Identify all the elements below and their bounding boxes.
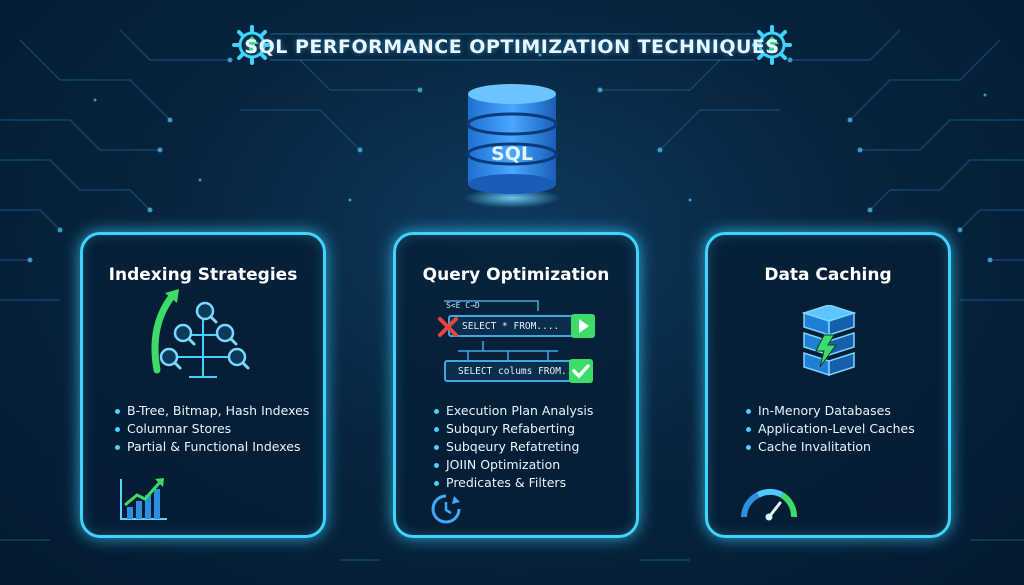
list-item: Subqury Refaberting xyxy=(432,420,593,438)
indexing-list: B-Tree, Bitmap, Hash Indexes Columnar St… xyxy=(113,402,309,456)
gear-arrow-icon xyxy=(752,25,792,65)
x-mark-icon xyxy=(438,317,458,337)
list-item: Predicates & Filters xyxy=(432,474,593,492)
title-bar: SQL PERFORMANCE OPTIMIZATION TECHNIQUES xyxy=(230,30,794,64)
play-icon xyxy=(571,314,595,338)
code-label: S<E C→D xyxy=(446,301,480,310)
speedometer-icon xyxy=(741,488,797,521)
list-item: Application-Level Caches xyxy=(744,420,915,438)
check-icon xyxy=(569,359,593,383)
card-title-indexing: Indexing Strategies xyxy=(108,265,298,285)
gear-arrow-icon xyxy=(232,25,272,65)
lightning-icon xyxy=(815,334,837,368)
list-item: Cache Invalitation xyxy=(744,438,915,456)
query-optimization-card: Query Optimization S<E C→D SELECT * FROM… xyxy=(393,232,639,538)
caching-list: In-Menory Databases Application-Level Ca… xyxy=(744,402,915,456)
query-bad-text: SELECT * FROM.... xyxy=(462,320,560,332)
list-item: Subqeury Refatreting xyxy=(432,438,593,456)
list-item: Execution Plan Analysis xyxy=(432,402,593,420)
list-item: Columnar Stores xyxy=(113,420,309,438)
index-tree-icon xyxy=(151,289,250,378)
data-caching-card: Data Caching In-Menory Databases Applica… xyxy=(705,232,951,538)
query-list: Execution Plan Analysis Subqury Refabert… xyxy=(432,402,593,492)
title-frame xyxy=(270,33,754,61)
database-icon: SQL xyxy=(464,84,560,208)
list-item: JOIIN Optimization xyxy=(432,456,593,474)
list-item: In-Menory Databases xyxy=(744,402,915,420)
card-title-query: Query Optimization xyxy=(422,265,610,285)
server-stack-icon xyxy=(801,305,857,377)
bar-chart-icon xyxy=(120,478,167,520)
indexing-strategies-card: Indexing Strategies B-Tree, Bitmap, Hash… xyxy=(80,232,326,538)
card-title-caching: Data Caching xyxy=(764,265,892,285)
query-good-text: SELECT colums FROM..... xyxy=(458,365,590,377)
page-title: SQL PERFORMANCE OPTIMIZATION TECHNIQUES xyxy=(244,36,780,58)
query-bad-box: SELECT * FROM.... xyxy=(448,315,578,337)
database-label: SQL xyxy=(491,143,533,165)
refresh-clock-icon xyxy=(431,494,461,524)
list-item: B-Tree, Bitmap, Hash Indexes xyxy=(113,402,309,420)
list-item: Partial & Functional Indexes xyxy=(113,438,309,456)
query-good-box: SELECT colums FROM..... xyxy=(444,360,590,382)
